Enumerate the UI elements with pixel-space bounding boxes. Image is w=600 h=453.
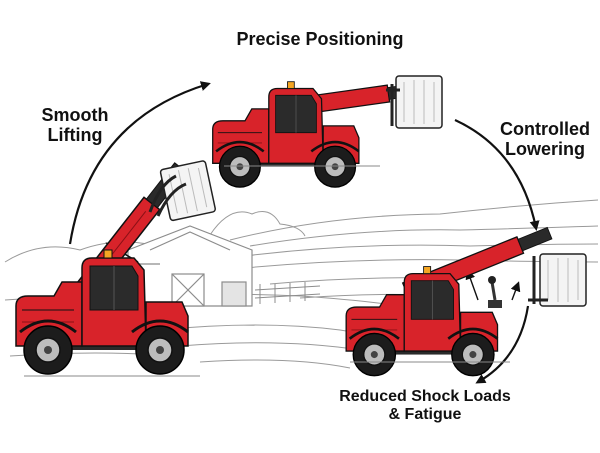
label-reduced-shock-line1: Reduced Shock Loads bbox=[339, 388, 511, 405]
hay-bale-lifting bbox=[159, 159, 217, 222]
label-controlled-lowering: Controlled Lowering bbox=[490, 119, 600, 160]
telehandler-lowering bbox=[344, 226, 553, 377]
arrow-lower-small-2 bbox=[510, 281, 521, 301]
label-controlled-lowering-line2: Lowering bbox=[505, 138, 585, 159]
arrow-lower-small bbox=[465, 269, 479, 301]
bale-grab-lowering bbox=[528, 256, 548, 304]
label-smooth-lifting-line1: Smooth bbox=[41, 105, 109, 125]
joystick-icon bbox=[488, 276, 502, 308]
bale-grab-lifting bbox=[148, 174, 187, 217]
bale-grab-positioning bbox=[386, 84, 400, 126]
label-smooth-lifting: Smooth Lifting bbox=[20, 105, 130, 146]
label-controlled-lowering-line1: Controlled bbox=[500, 119, 590, 139]
hay-bale-positioning bbox=[395, 75, 443, 129]
label-reduced-shock-line2: & Fatigue bbox=[388, 405, 462, 423]
label-reduced-shock: Reduced Shock Loads & Fatigue bbox=[318, 388, 532, 423]
hay-bale-lowering bbox=[539, 253, 587, 307]
arrow-smooth-lifting bbox=[68, 81, 211, 245]
label-precise-positioning: Precise Positioning bbox=[236, 29, 404, 49]
arrow-controlled-lowering bbox=[454, 119, 540, 231]
fence-icon bbox=[254, 282, 321, 304]
barn-icon bbox=[127, 225, 253, 307]
arrow-reduced-shock bbox=[475, 305, 530, 384]
label-smooth-lifting-line2: Lifting bbox=[47, 124, 103, 145]
